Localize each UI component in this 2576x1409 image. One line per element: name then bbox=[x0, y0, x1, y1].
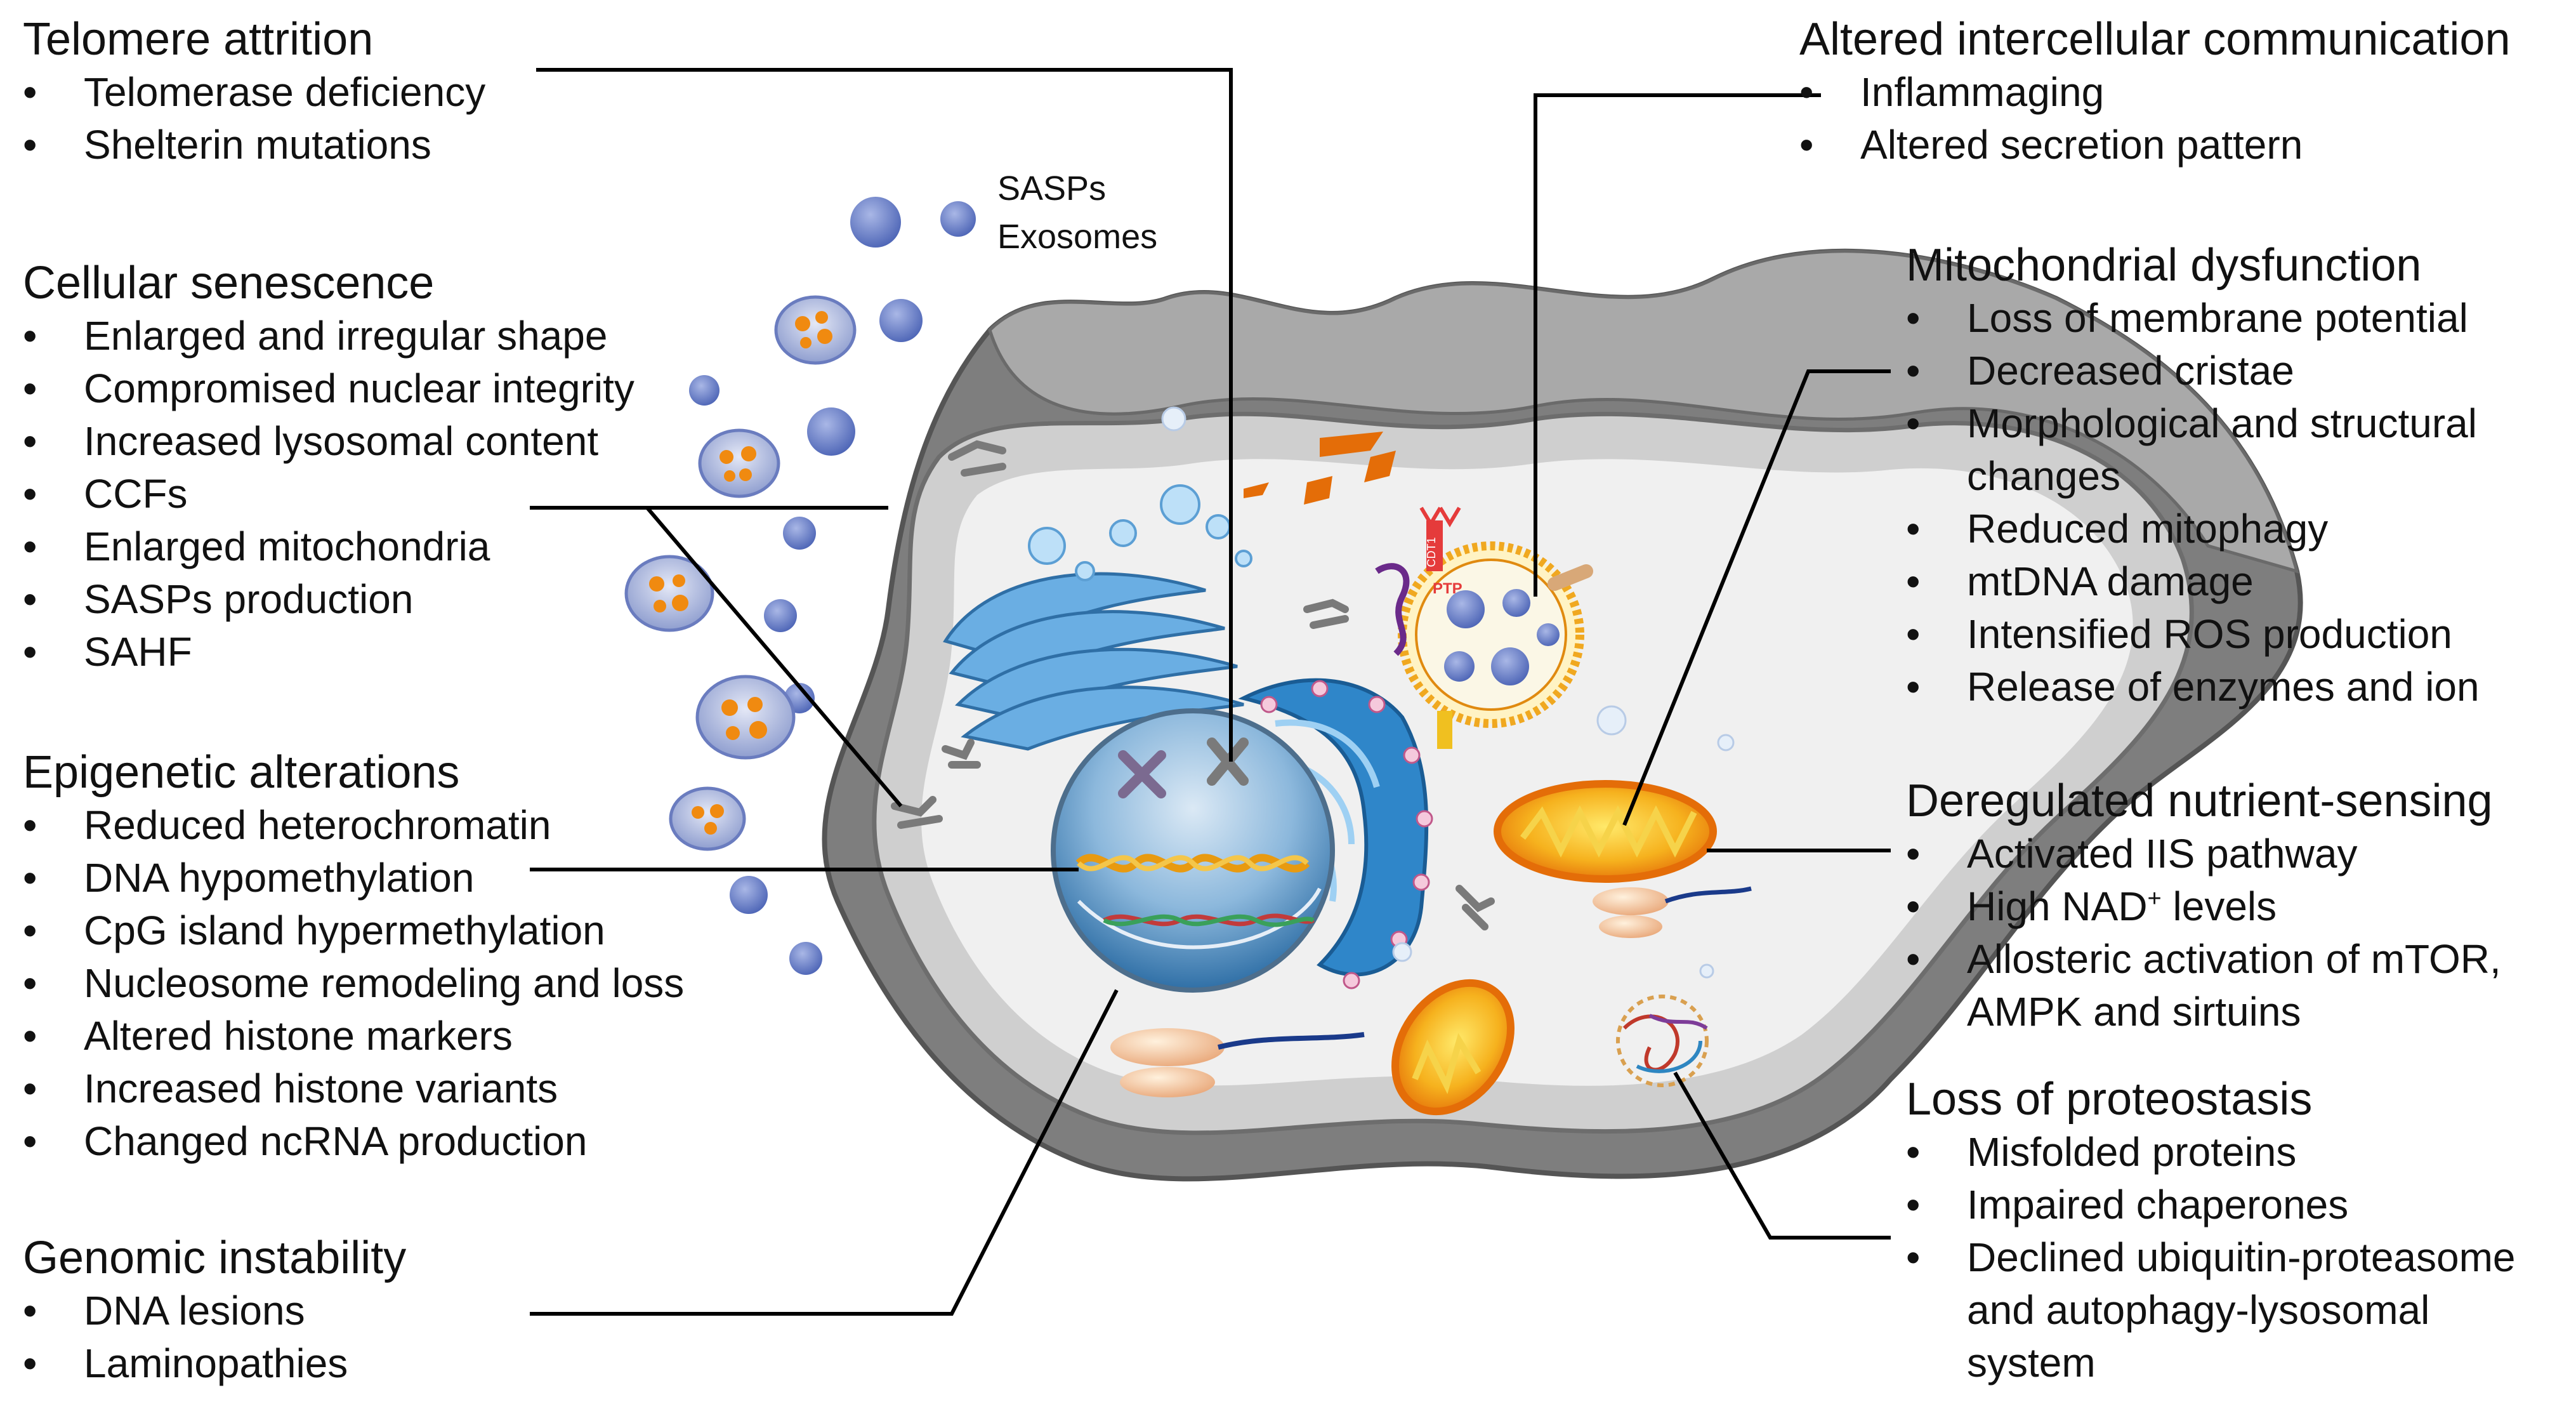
senescence-item: SASPs production bbox=[23, 573, 634, 626]
proteostasis-item: Misfolded proteins bbox=[1906, 1126, 2516, 1179]
cellular-senescence-panel: Cellular senescence Enlarged and irregul… bbox=[23, 256, 634, 678]
proteostasis-title: Loss of proteostasis bbox=[1906, 1074, 2313, 1125]
extracellular-vesicles bbox=[689, 197, 976, 975]
mitochondria-item: Reduced mitophagy bbox=[1906, 503, 2480, 555]
nad-superscript: + bbox=[2147, 885, 2162, 912]
leader-lines bbox=[530, 68, 1891, 1316]
epigenetic-alterations-panel: Epigenetic alterations Reduced heterochr… bbox=[23, 746, 684, 1168]
mitochondrial-dysfunction-panel: Mitochondrial dysfunction Loss of membra… bbox=[1906, 239, 2480, 713]
receptor-mid-label: PTP bbox=[1433, 580, 1462, 597]
mitochondria-item: Loss of membrane potential bbox=[1906, 292, 2480, 345]
telomere-item: Telomerase deficiency bbox=[23, 66, 485, 119]
proteostasis-item: Declined ubiquitin-proteasome bbox=[1906, 1231, 2516, 1284]
nad-text: High NAD bbox=[1967, 883, 2148, 929]
mitochondria-item: Decreased cristae bbox=[1906, 345, 2480, 397]
small-organelles bbox=[891, 440, 1495, 930]
ribosome-lower-left bbox=[1110, 1028, 1365, 1097]
senescence-item: SAHF bbox=[23, 626, 634, 678]
leader-communication bbox=[1534, 93, 1821, 597]
leader-senescence-golgi bbox=[645, 506, 903, 807]
senescence-item: Increased lysosomal content bbox=[23, 415, 634, 468]
senescence-item: Enlarged mitochondria bbox=[23, 520, 634, 573]
cellular-senescence-title: Cellular senescence bbox=[23, 258, 435, 308]
proteostasis-item-continued: system bbox=[1967, 1340, 2096, 1386]
epigenetic-item: DNA hypomethylation bbox=[23, 852, 684, 904]
ribosome-right bbox=[1593, 886, 1752, 938]
misfolded-protein-cluster bbox=[1616, 995, 1709, 1087]
nutrient-item: High NAD+ levels bbox=[1906, 880, 2501, 933]
golgi-vesicles bbox=[1028, 484, 1252, 581]
receptor-top-label: CDT1 bbox=[1425, 537, 1438, 567]
mitochondrial-dysfunction-title: Mitochondrial dysfunction bbox=[1906, 240, 2422, 291]
epigenetic-item: Altered histone markers bbox=[23, 1010, 684, 1062]
nutrient-item: Activated IIS pathway bbox=[1906, 828, 2501, 880]
genomic-item: Laminopathies bbox=[23, 1337, 406, 1390]
genomic-item: DNA lesions bbox=[23, 1285, 406, 1337]
epigenetic-item: Changed ncRNA production bbox=[23, 1115, 684, 1168]
epigenetic-item: Reduced heterochromatin bbox=[23, 799, 684, 852]
exosomes-label: Exosomes bbox=[997, 218, 1158, 256]
mitochondria-item: Intensified ROS production bbox=[1906, 608, 2480, 661]
telomere-item: Shelterin mutations bbox=[23, 119, 485, 171]
orange-fragments bbox=[1244, 432, 1396, 505]
nutrient-item: Allosteric activation of mTOR, bbox=[1906, 933, 2501, 986]
extracellular-exosome-dishes bbox=[624, 295, 857, 851]
communication-item: Inflammaging bbox=[1799, 66, 2511, 119]
senescence-item: Compromised nuclear integrity bbox=[23, 362, 634, 415]
mitochondrion-small bbox=[1391, 979, 1515, 1116]
leader-telomere bbox=[536, 68, 1233, 762]
epigenetic-alterations-title: Epigenetic alterations bbox=[23, 747, 460, 798]
proteostasis-item-continued: and autophagy-lysosomal bbox=[1967, 1287, 2430, 1333]
senescence-item: CCFs bbox=[23, 468, 634, 520]
epigenetic-item: Nucleosome remodeling and loss bbox=[23, 957, 684, 1010]
genomic-instability-title: Genomic instability bbox=[23, 1233, 407, 1283]
leader-proteostasis bbox=[1673, 1071, 1891, 1240]
nutrient-sensing-title: Deregulated nutrient-sensing bbox=[1906, 776, 2493, 826]
epigenetic-item: CpG island hypermethylation bbox=[23, 904, 684, 957]
telomere-attrition-panel: Telomere attrition Telomerase deficiency… bbox=[23, 13, 485, 171]
nucleus bbox=[1051, 708, 1335, 993]
mitochondria-item: Release of enzymes and ion bbox=[1906, 661, 2480, 713]
communication-item: Altered secretion pattern bbox=[1799, 119, 2511, 171]
genomic-instability-panel: Genomic instability DNA lesions Laminopa… bbox=[23, 1231, 406, 1390]
nutrient-sensing-panel: Deregulated nutrient-sensing Activated I… bbox=[1906, 774, 2501, 1038]
nad-levels-text: levels bbox=[2161, 883, 2277, 929]
mitochondria-item: mtDNA damage bbox=[1906, 555, 2480, 608]
altered-communication-panel: Altered intercellular communication Infl… bbox=[1799, 13, 2511, 171]
multivesicular-body: CDT1 PTP bbox=[1375, 506, 1593, 749]
proteostasis-item: Impaired chaperones bbox=[1906, 1179, 2516, 1231]
mitochondrion-large bbox=[1494, 780, 1717, 883]
telomere-attrition-title: Telomere attrition bbox=[23, 14, 374, 65]
tiny-vesicles bbox=[1161, 406, 1735, 979]
altered-communication-title: Altered intercellular communication bbox=[1799, 14, 2511, 65]
leader-mitochondria bbox=[1622, 369, 1891, 826]
senescence-item: Enlarged and irregular shape bbox=[23, 310, 634, 362]
leader-genomic bbox=[530, 989, 1119, 1316]
golgi-apparatus bbox=[943, 572, 1244, 751]
nutrient-item-continued: AMPK and sirtuins bbox=[1967, 989, 2301, 1035]
sasps-label: SASPs bbox=[997, 169, 1107, 208]
mitochondria-item: Morphological and structural bbox=[1906, 397, 2480, 450]
mitochondria-item-continued: changes bbox=[1967, 453, 2120, 499]
epigenetic-item: Increased histone variants bbox=[23, 1062, 684, 1115]
proteostasis-panel: Loss of proteostasis Misfolded proteins … bbox=[1906, 1073, 2516, 1389]
